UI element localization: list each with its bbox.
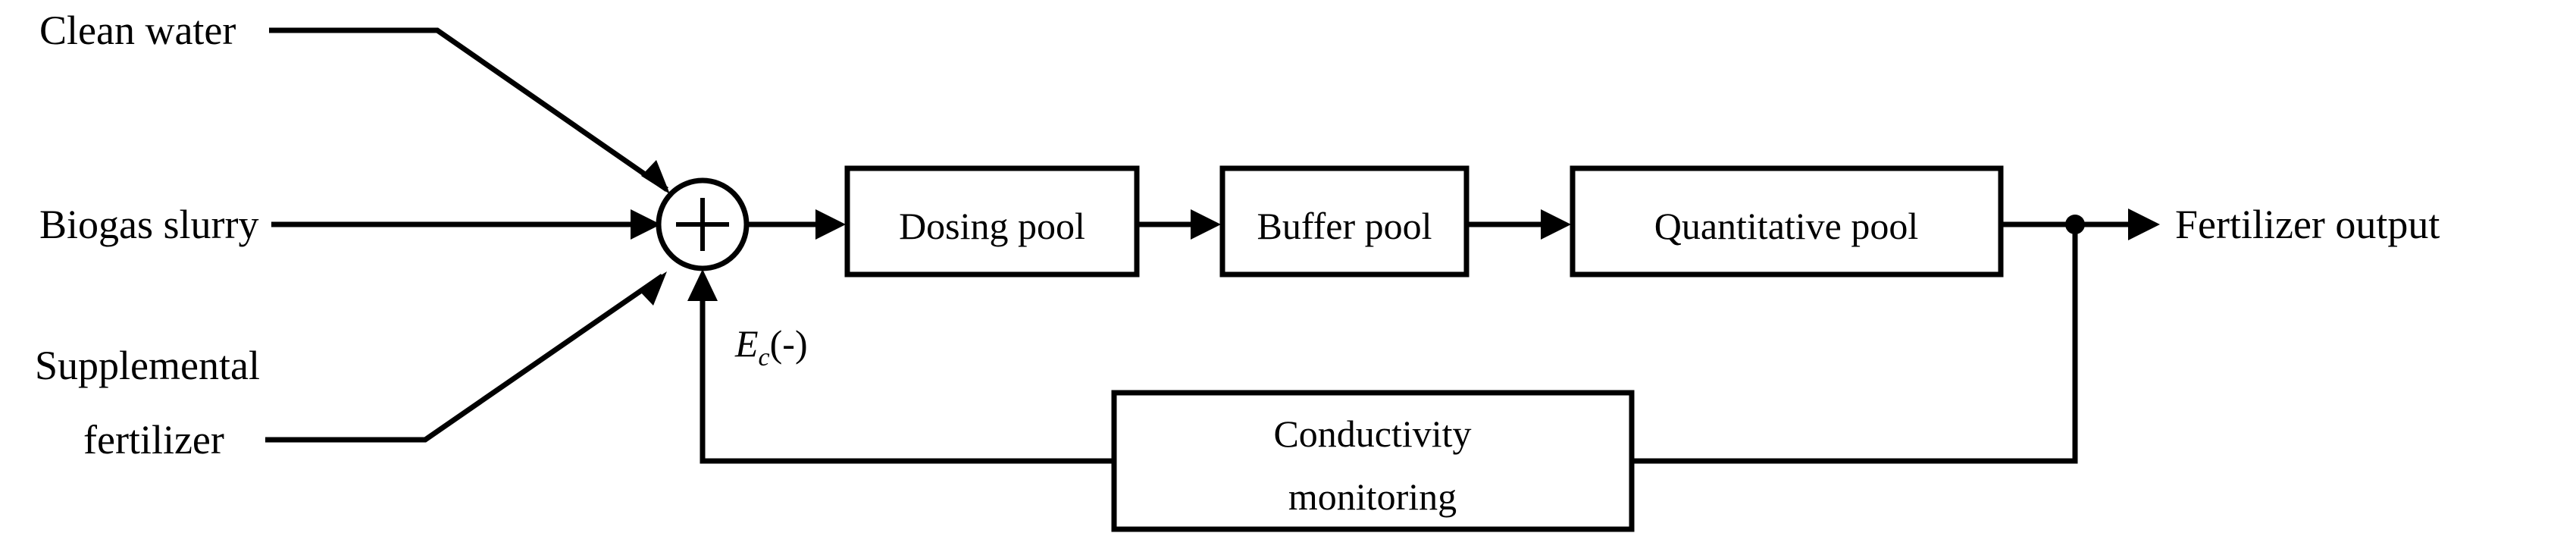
summing-junction[interactable]: [656, 177, 750, 271]
clean-water-label: Clean water: [39, 8, 236, 53]
conductivity-monitoring-label-line1: Conductivity: [1273, 412, 1471, 455]
svg-text:Ec(-): Ec(-): [734, 322, 808, 372]
error-signal-base: E: [734, 322, 759, 365]
supplemental-fertilizer-arrowhead: [638, 271, 667, 306]
clean-water-connector: [269, 27, 670, 194]
dosing-pool-label: Dosing pool: [899, 205, 1085, 247]
dosing-to-buffer-arrowhead: [1191, 209, 1221, 240]
conductivity-monitoring-label-line2: monitoring: [1288, 475, 1457, 518]
error-signal-subscript: c: [759, 343, 770, 372]
supplemental-fertilizer-label-line1: Supplemental: [35, 343, 260, 388]
buffer-to-quantitative-arrowhead: [1541, 209, 1571, 240]
conductivity-monitoring-box[interactable]: [1111, 390, 1635, 532]
buffer-pool-label: Buffer pool: [1257, 205, 1432, 247]
feedback-path: [687, 224, 2078, 464]
output-arrowhead: [2128, 209, 2160, 240]
buffer-pool-box[interactable]: [1219, 165, 1470, 278]
quantitative-pool-box[interactable]: [1570, 165, 2004, 278]
quantitative-pool-label: Quantitative pool: [1654, 205, 1919, 247]
sum-to-dosing-arrowhead: [815, 209, 846, 240]
feedback-right-leg: [1632, 224, 2078, 464]
biogas-slurry-arrowhead: [631, 209, 661, 240]
error-signal-label: Ec(-): [734, 322, 808, 372]
feedback-left-leg: [700, 281, 1114, 464]
error-signal-sign: (-): [770, 322, 808, 365]
clean-water-line: [269, 27, 668, 192]
dosing-to-buffer-connector: [1137, 209, 1221, 240]
output-connector: [2001, 209, 2160, 240]
supplemental-fertilizer-connector: [265, 271, 667, 443]
sum-to-dosing-connector: [747, 209, 846, 240]
fertilizer-output-label: Fertilizer output: [2175, 202, 2440, 247]
supplemental-fertilizer-line: [265, 274, 664, 443]
biogas-slurry-label: Biogas slurry: [39, 202, 259, 247]
clean-water-arrowhead: [641, 160, 670, 194]
supplemental-fertilizer-label-line2: fertilizer: [83, 417, 224, 462]
dosing-pool-box[interactable]: [844, 165, 1140, 278]
feedback-arrowhead: [687, 269, 718, 301]
biogas-slurry-connector: [271, 209, 661, 240]
buffer-to-quantitative-connector: [1466, 209, 1571, 240]
